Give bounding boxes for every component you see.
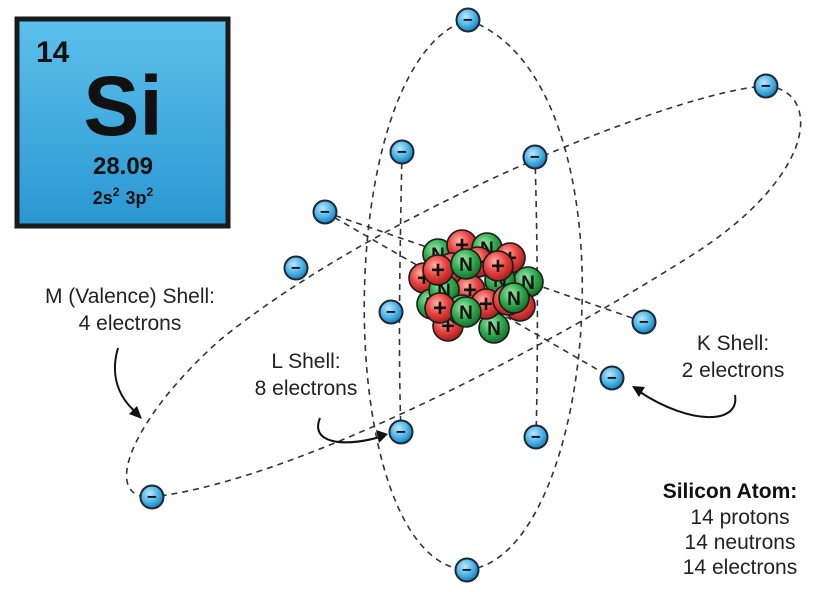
electron-body xyxy=(523,424,549,450)
electron: − xyxy=(283,255,309,281)
electron-body xyxy=(139,484,165,510)
summary-title: Silicon Atom: xyxy=(663,480,798,503)
electron: − xyxy=(312,199,338,225)
electron: − xyxy=(139,484,165,510)
electron: − xyxy=(753,73,779,99)
electron: − xyxy=(599,365,625,391)
m-shell-arrow xyxy=(113,347,139,415)
electron: − xyxy=(388,419,414,445)
proton: + xyxy=(424,292,456,324)
neutron: N xyxy=(450,296,482,328)
electron: − xyxy=(454,557,480,583)
k-shell-label-line1: K Shell: xyxy=(697,332,769,355)
neutron-n-label: N xyxy=(459,303,473,324)
element-tile-box xyxy=(14,16,231,229)
proton-body xyxy=(482,250,514,282)
neutron-n-label: N xyxy=(487,319,501,340)
proton-plus-sign: + xyxy=(433,295,447,322)
electron: − xyxy=(455,7,481,33)
electron-minus-sign: − xyxy=(761,77,771,96)
l-shell-arrow xyxy=(317,417,381,444)
m-shell-arrowhead xyxy=(129,406,142,419)
proton-plus-sign: + xyxy=(431,257,445,284)
electron-minus-sign: − xyxy=(607,369,617,388)
l-shell-arrowhead xyxy=(376,430,388,443)
electron-minus-sign: − xyxy=(639,313,649,332)
electron-body xyxy=(522,144,548,170)
electron-body xyxy=(312,199,338,225)
orbit-l-shell xyxy=(398,151,403,433)
proton: + xyxy=(422,254,454,286)
neutron: N xyxy=(478,312,510,344)
electron-body xyxy=(388,419,414,445)
neutron-n-label: N xyxy=(459,255,473,276)
electron: − xyxy=(631,309,657,335)
summary-electrons: 14 electrons xyxy=(683,556,797,579)
electrons: − − − − − − − − − − − − − xyxy=(139,7,779,583)
electron-body xyxy=(389,139,415,165)
nucleus: N+N++NN++N++N+N+N++N+N+N xyxy=(408,229,544,344)
electron-minus-sign: − xyxy=(463,11,473,30)
orbit-vertical xyxy=(363,19,583,571)
electron: − xyxy=(523,424,549,450)
electron-body xyxy=(753,73,779,99)
neutron-body xyxy=(450,296,482,328)
k-shell-label: K Shell: 2 electrons xyxy=(632,332,785,419)
electron: − xyxy=(389,139,415,165)
l-shell-label: L Shell: 8 electrons xyxy=(255,350,388,444)
electron-minus-sign: − xyxy=(147,488,157,507)
electron-minus-sign: − xyxy=(530,148,540,167)
m-shell-label-line1: M (Valence) Shell: xyxy=(45,285,215,308)
k-shell-arrowhead xyxy=(632,386,645,397)
neutron: N xyxy=(498,282,530,314)
atomic-number: 14 xyxy=(36,36,70,69)
element-symbol: Si xyxy=(83,59,162,153)
orbit-l-shell-b xyxy=(534,156,539,438)
electron-minus-sign: − xyxy=(291,259,301,278)
summary-protons: 14 protons xyxy=(690,506,789,529)
proton-plus-sign: + xyxy=(491,253,505,280)
electron: − xyxy=(378,299,404,325)
electron-minus-sign: − xyxy=(396,423,406,442)
electron-minus-sign: − xyxy=(397,143,407,162)
electron-body xyxy=(631,309,657,335)
neutron-n-label: N xyxy=(507,289,521,310)
l-shell-label-line1: L Shell: xyxy=(271,350,340,373)
neutron: N xyxy=(450,248,482,280)
proton: + xyxy=(482,250,514,282)
electron-body xyxy=(283,255,309,281)
electron-body xyxy=(599,365,625,391)
k-shell-arrow xyxy=(639,391,737,419)
atom-summary: Silicon Atom: 14 protons 14 neutrons 14 … xyxy=(663,480,798,579)
electron-minus-sign: − xyxy=(320,203,330,222)
electron-body xyxy=(454,557,480,583)
neutron-body xyxy=(450,248,482,280)
neutron-body xyxy=(498,282,530,314)
electron-minus-sign: − xyxy=(462,561,472,580)
electron-body xyxy=(455,7,481,33)
proton-plus-sign: + xyxy=(479,291,493,318)
electron-body xyxy=(378,299,404,325)
atomic-mass: 28.09 xyxy=(93,153,153,180)
m-shell-label: M (Valence) Shell: 4 electrons xyxy=(45,285,215,419)
m-shell-label-line2: 4 electrons xyxy=(79,312,182,335)
electron-minus-sign: − xyxy=(531,428,541,447)
l-shell-label-line2: 8 electrons xyxy=(255,377,358,400)
summary-neutrons: 14 neutrons xyxy=(685,531,796,554)
electron-minus-sign: − xyxy=(386,303,396,322)
k-shell-label-line2: 2 electrons xyxy=(682,359,785,382)
electron: − xyxy=(522,144,548,170)
